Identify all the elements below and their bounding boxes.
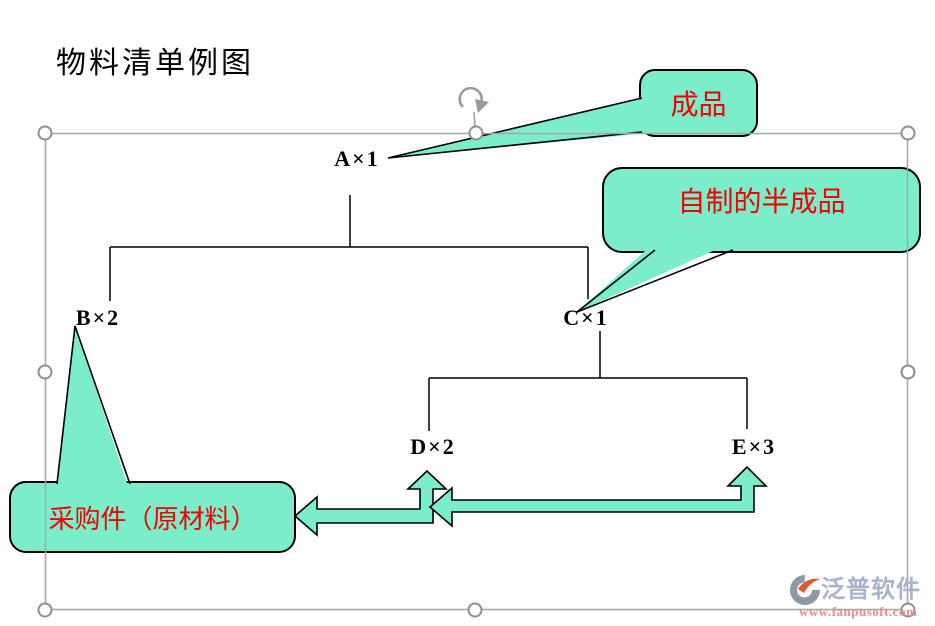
watermark: 泛普软件 www.fanpusoft.com — [789, 574, 931, 620]
watermark-brand: 泛普软件 — [821, 577, 921, 603]
node-e[interactable]: E×3 — [731, 434, 777, 459]
callout-finished-product-label: 成品 — [670, 90, 727, 121]
callout-semi-finished-label: 自制的半成品 — [677, 187, 846, 218]
node-a[interactable]: A×1 — [334, 146, 380, 171]
node-d[interactable]: D×2 — [410, 434, 456, 459]
node-c[interactable]: C×1 — [563, 305, 609, 330]
page-title: 物料清单例图 — [56, 47, 254, 80]
node-b[interactable]: B×2 — [75, 305, 121, 330]
arrow-d-to-e[interactable] — [428, 465, 768, 528]
callout-purchased-parts-label: 采购件（原材料） — [48, 504, 257, 534]
fanpu-logo-icon — [790, 575, 820, 605]
watermark-url: www.fanpusoft.com — [799, 604, 918, 619]
arrow-purchased-to-d[interactable] — [293, 469, 449, 537]
